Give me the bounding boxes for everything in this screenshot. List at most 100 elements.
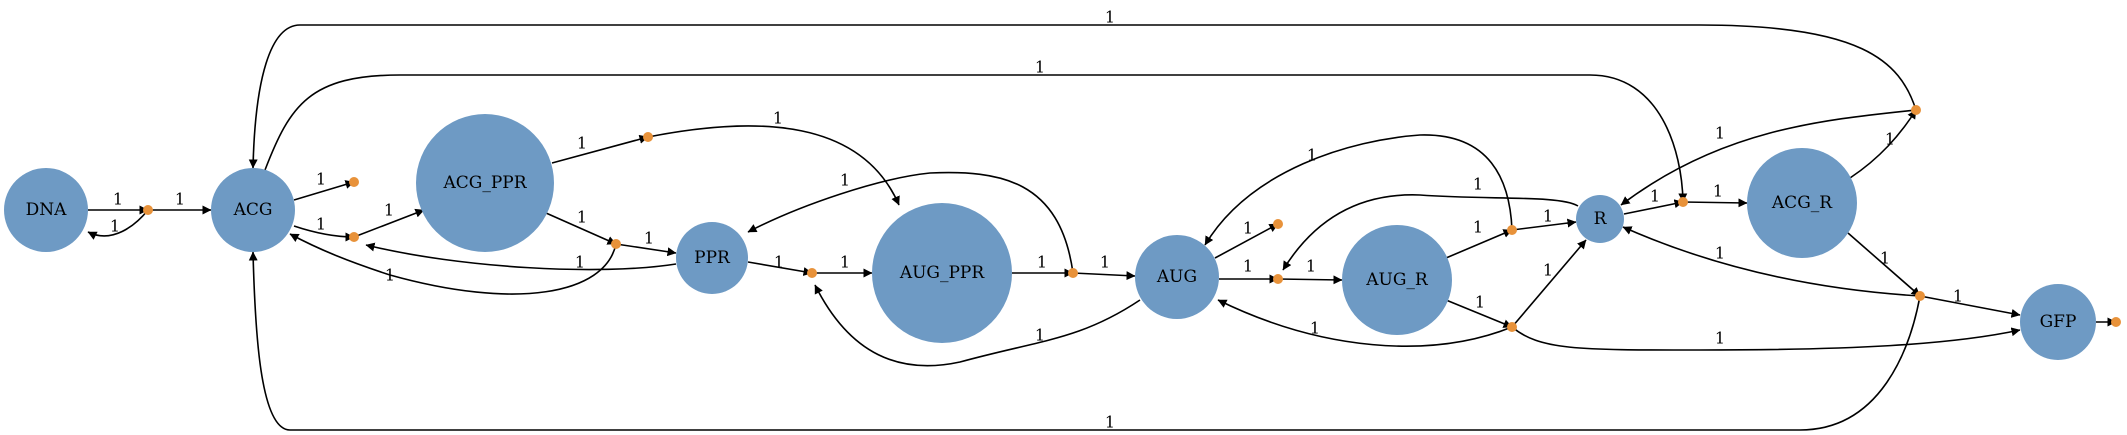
edge-ACG->r11 — [264, 74, 1688, 203]
reaction-node-r6[interactable] — [807, 268, 817, 278]
edge-r10->AUG — [1204, 134, 1513, 246]
edge-PPR->r6 — [747, 261, 813, 276]
reaction-node-r13[interactable] — [1911, 105, 1921, 115]
edge-label-r6->AUG_PPR: 1 — [840, 253, 850, 272]
edge-label-AUG_R->r10: 1 — [1473, 218, 1483, 237]
species-node-aug[interactable] — [1135, 235, 1219, 319]
reaction-node-r14[interactable] — [1915, 291, 1925, 301]
reaction-node-r11[interactable] — [1678, 197, 1688, 207]
edge-label-r1->ACG: 1 — [175, 190, 185, 209]
edge-AUG_R->r12 — [1445, 299, 1513, 328]
edge-label-r3->ACG_PPR: 1 — [384, 201, 394, 220]
edge-r4->AUG_PPR — [647, 125, 900, 206]
species-label-aug-r: AUG_R — [1365, 270, 1429, 290]
species-label-acg: ACG — [233, 200, 273, 220]
species-node-aug-ppr[interactable] — [872, 203, 1012, 343]
edge-label-r5->ACG: 1 — [385, 266, 395, 285]
edge-labels: 1111111111111111111111111111111111111111 — [110, 8, 2092, 432]
edge-label-ACG->r2: 1 — [316, 170, 326, 189]
species-label-dna: DNA — [26, 200, 68, 220]
edge-PPR->r3 — [365, 242, 677, 271]
edge-label-AUG->r6: 1 — [1035, 326, 1045, 345]
species-label-gfp: GFP — [2040, 312, 2077, 332]
edge-r14->ACG — [248, 251, 1921, 431]
reaction-node-r5[interactable] — [611, 239, 621, 249]
edge-label-r12->R: 1 — [1543, 261, 1553, 280]
edge-label-PPR->r6: 1 — [774, 253, 784, 272]
edge-label-ACG_R->r14: 1 — [1880, 249, 1890, 268]
edge-label-r4->AUG_PPR: 1 — [773, 109, 783, 128]
species-label-r: R — [1594, 209, 1608, 229]
species-label-aug-ppr: AUG_PPR — [899, 263, 986, 283]
reaction-node-r4[interactable] — [643, 132, 653, 142]
edge-label-r10->R: 1 — [1543, 207, 1553, 226]
edge-r13->ACG — [248, 24, 1917, 169]
edge-label-PPR->r3: 1 — [575, 253, 585, 272]
species-node-acg-ppr[interactable] — [416, 114, 554, 252]
edge-r5->ACG — [289, 233, 617, 295]
edge-r11->ACG_R — [1682, 198, 1748, 208]
reaction-node-r2[interactable] — [349, 177, 359, 187]
edge-r12->AUG — [1217, 299, 1513, 347]
reaction-node-r8[interactable] — [1273, 219, 1283, 229]
species-node-aug-r[interactable] — [1342, 225, 1452, 335]
species-label-ppr: PPR — [694, 248, 731, 268]
species-node-acg-r[interactable] — [1747, 148, 1857, 258]
reaction-node-r3[interactable] — [349, 232, 359, 242]
reaction-node-r12[interactable] — [1507, 322, 1517, 332]
reaction-node-r7[interactable] — [1068, 268, 1078, 278]
species-node-dna[interactable] — [4, 168, 88, 252]
edge-label-r7->AUG: 1 — [1100, 253, 1110, 272]
edge-R->r9 — [1282, 194, 1579, 271]
edge-label-r14->ACG: 1 — [1105, 413, 1115, 432]
edge-r14->R — [1622, 226, 1921, 297]
species-node-gfp[interactable] — [2020, 284, 2096, 360]
edge-AUG->r8 — [1214, 223, 1279, 259]
species-label-acg-ppr: ACG_PPR — [442, 173, 527, 193]
species-label-aug: AUG — [1156, 267, 1197, 287]
edge-label-AUG_R->r12: 1 — [1475, 293, 1485, 312]
species-label-acg-r: ACG_R — [1771, 193, 1833, 213]
reaction-node-r15[interactable] — [2111, 317, 2121, 327]
edge-r9->AUG_R — [1277, 275, 1343, 285]
edge-label-r14->GFP: 1 — [1953, 287, 1963, 306]
species-node-r[interactable] — [1576, 195, 1624, 243]
edge-label-r1->DNA: 1 — [110, 217, 120, 236]
edge-label-ACG_R->r13: 1 — [1885, 130, 1895, 149]
edge-ACG_PPR->r5 — [545, 212, 617, 245]
edge-label-r14->R: 1 — [1715, 244, 1725, 263]
edge-label-R->r9: 1 — [1473, 175, 1483, 194]
edge-label-AUG_PPR->r7: 1 — [1037, 253, 1047, 272]
edge-AUG->r6 — [814, 284, 1141, 367]
edge-r12->GFP — [1511, 326, 2021, 351]
edge-label-ACG->r3: 1 — [316, 215, 326, 234]
nodes: DNA ACG ACG_PPR PPR AUG_PPR AUG AUG_R R ACG_R GFP — [4, 105, 2121, 360]
edge-r5->PPR — [615, 243, 677, 257]
reaction-node-r9[interactable] — [1273, 274, 1283, 284]
edge-r12->R — [1511, 239, 1587, 328]
edge-label-ACG->r11: 1 — [1035, 58, 1045, 77]
edge-label-r10->AUG: 1 — [1307, 146, 1317, 165]
edge-r10->R — [1511, 218, 1577, 231]
edge-ACG->r2 — [293, 180, 355, 201]
edges — [87, 24, 2117, 431]
reaction-node-r1[interactable] — [143, 205, 153, 215]
reaction-node-r10[interactable] — [1507, 225, 1517, 235]
edge-r13->R — [1620, 109, 1917, 206]
species-node-ppr[interactable] — [676, 222, 748, 294]
edge-label-r11->ACG_R: 1 — [1713, 182, 1723, 201]
edge-label-r9->AUG_R: 1 — [1306, 257, 1316, 276]
edge-label-r5->PPR: 1 — [644, 229, 654, 248]
edge-label-r13->ACG: 1 — [1105, 8, 1115, 27]
edge-label-r12->GFP: 1 — [1715, 329, 1725, 348]
edge-AUG_R->r10 — [1445, 229, 1513, 259]
edge-r7->PPR — [747, 171, 1074, 274]
edge-ACG_R->r13 — [1849, 109, 1917, 179]
edge-label-ACG_PPR->r4: 1 — [577, 134, 587, 153]
species-node-acg[interactable] — [211, 168, 295, 252]
edge-label-DNA->r1: 1 — [113, 190, 123, 209]
edge-r3->ACG_PPR — [353, 208, 425, 238]
edge-R->r11 — [1623, 199, 1684, 215]
edge-label-r13->R: 1 — [1715, 124, 1725, 143]
